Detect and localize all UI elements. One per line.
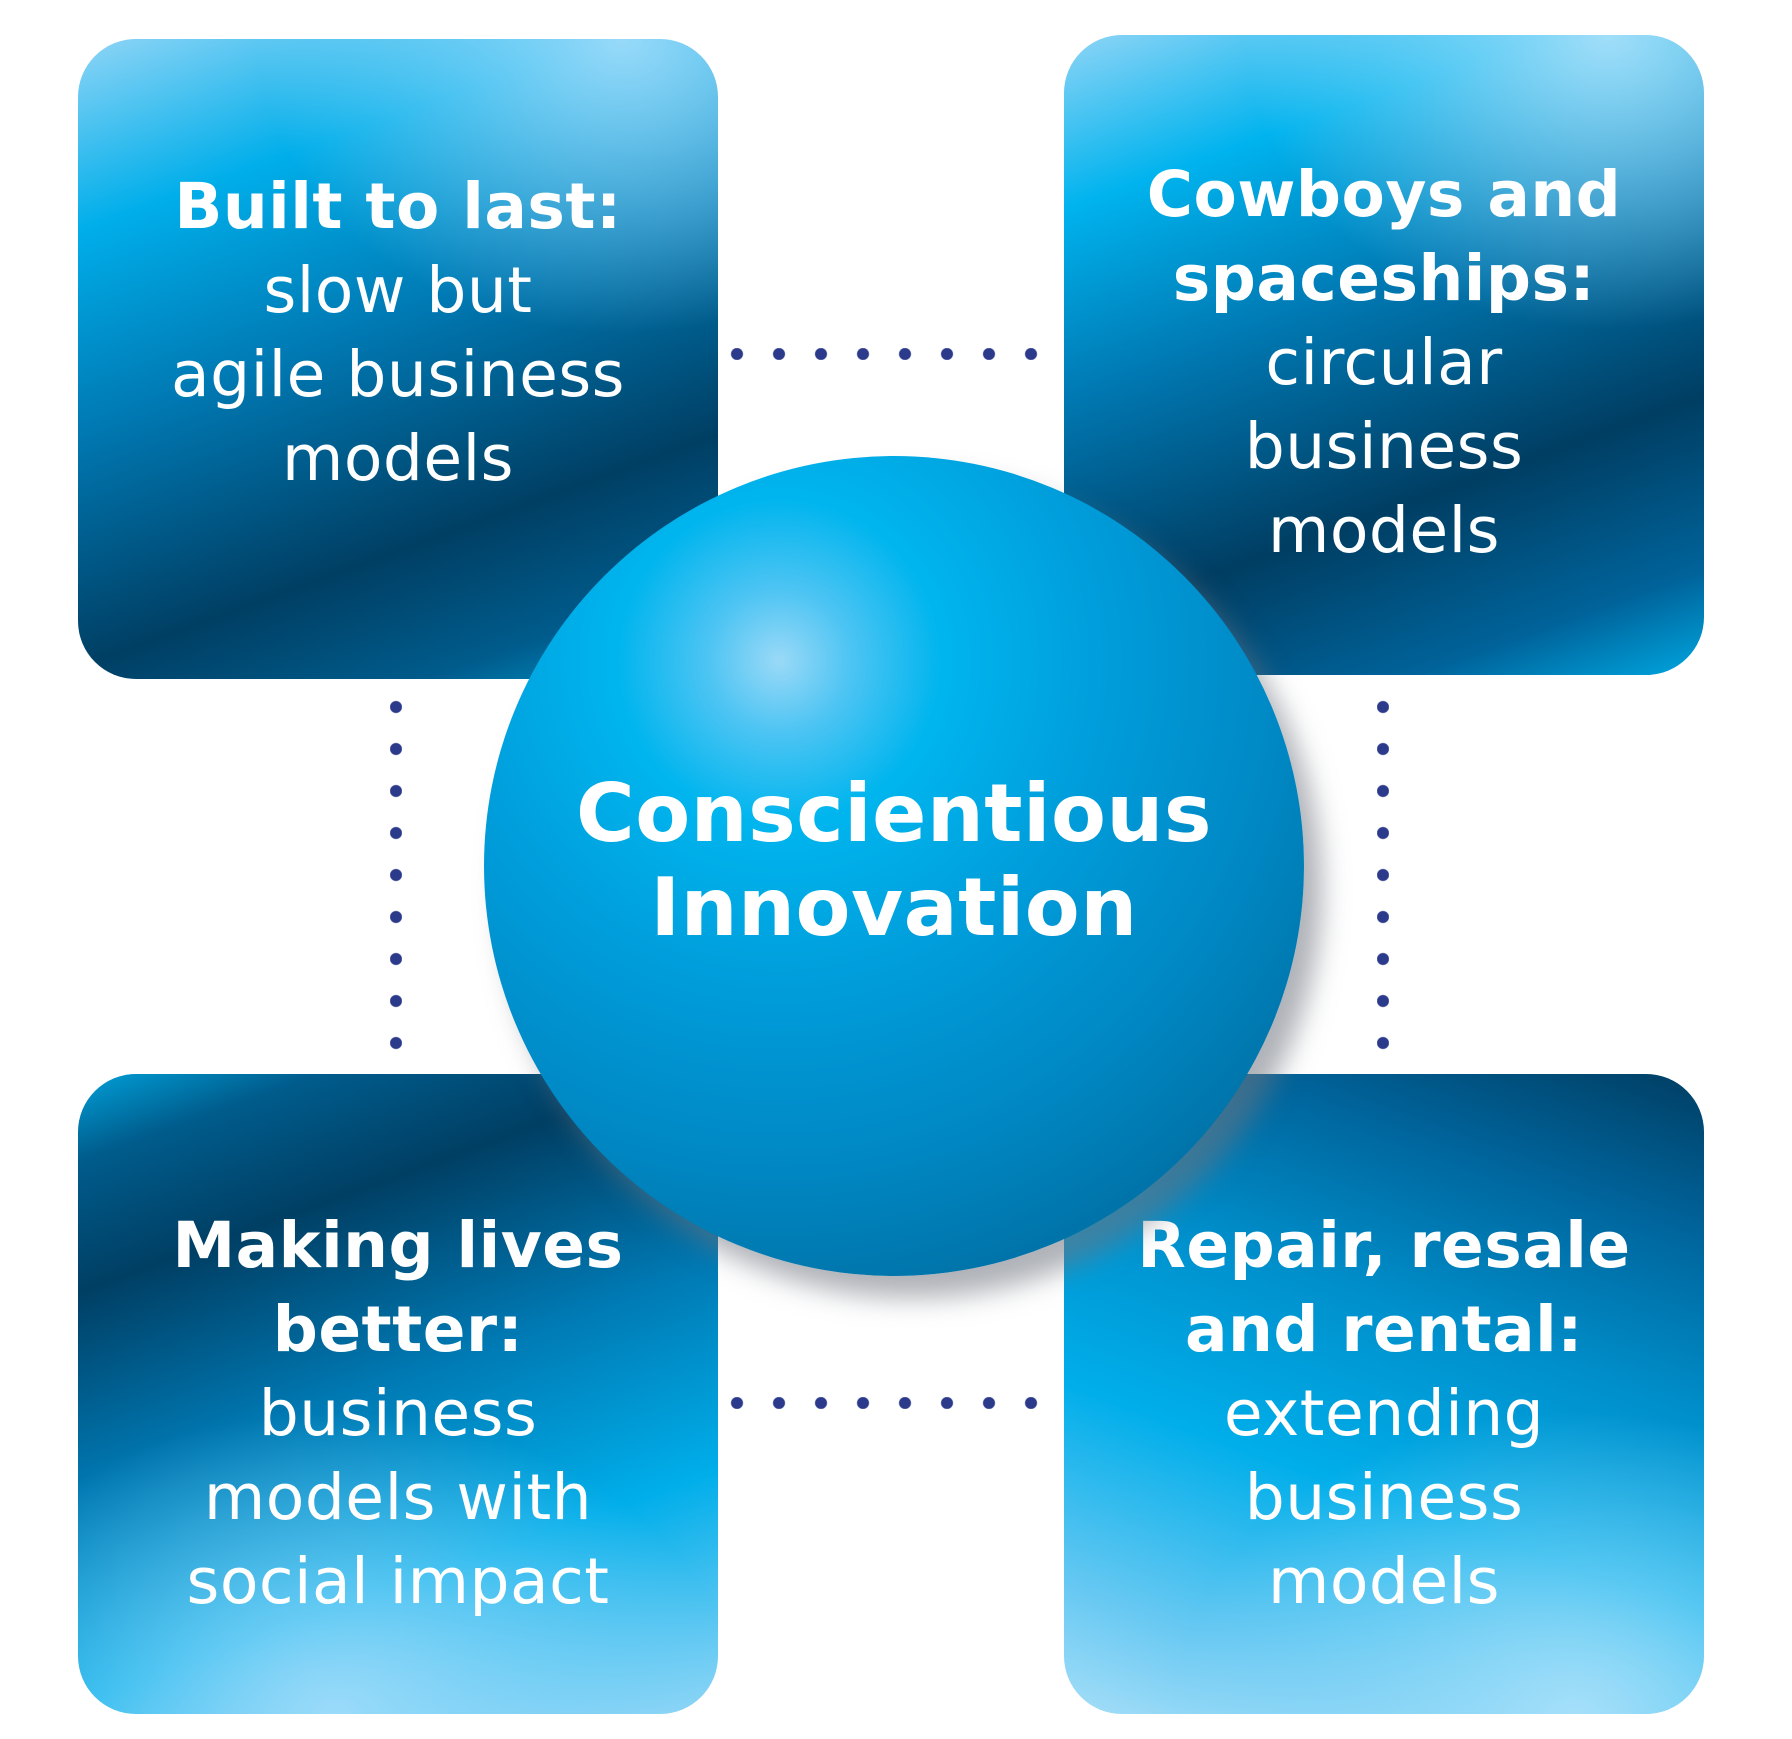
connector-top	[716, 348, 1064, 360]
connector-left	[390, 686, 402, 1074]
center-label-line: Conscientious	[576, 767, 1212, 860]
quadrant-repair-resale-rental: Repair, resale and rental: extending bus…	[1064, 1074, 1704, 1714]
quadrant-built-to-last: Built to last: slow but agile business m…	[78, 39, 718, 679]
quadrant-description-line: business	[1244, 410, 1524, 483]
quadrant-description-line: business	[1244, 1461, 1524, 1534]
quadrant-cowboys-and-spaceships: Cowboys and spaceships: circular busines…	[1064, 35, 1704, 675]
quadrant-heading: Built to last:	[174, 170, 622, 243]
quadrant-description-line: circular	[1265, 326, 1503, 399]
center-label: Conscientious Innovation	[484, 456, 1304, 1276]
center-label-line: Innovation	[650, 861, 1138, 954]
quadrant-heading: Making lives	[172, 1209, 624, 1282]
center-sphere	[484, 456, 1304, 1276]
quadrant-heading: better:	[272, 1293, 524, 1366]
quadrant-heading: spaceships:	[1172, 242, 1596, 315]
quadrant-description-line: models	[282, 422, 514, 495]
quadrant-description-line: models with	[203, 1461, 593, 1534]
quadrant-text: Built to last: slow but agile business m…	[78, 39, 718, 501]
quadrant-heading: and rental:	[1185, 1293, 1583, 1366]
quadrant-heading: Repair, resale	[1137, 1209, 1631, 1282]
quadrant-description-line: extending	[1223, 1377, 1545, 1450]
quadrant-text: Making lives better: business models wit…	[78, 1074, 718, 1624]
quadrant-making-lives-better: Making lives better: business models wit…	[78, 1074, 718, 1714]
quadrant-description-line: models	[1268, 494, 1500, 567]
quadrant-description-line: business	[258, 1377, 538, 1450]
connector-bottom	[716, 1397, 1064, 1409]
quadrant-description-line: slow but	[263, 254, 533, 327]
quadrant-text: Cowboys and spaceships: circular busines…	[1064, 35, 1704, 573]
quadrant-heading: Cowboys and	[1146, 158, 1622, 231]
connector-right	[1377, 686, 1389, 1074]
quadrant-text: Repair, resale and rental: extending bus…	[1064, 1074, 1704, 1624]
quadrant-description-line: models	[1268, 1545, 1500, 1618]
quadrant-description-line: agile business	[171, 338, 625, 411]
quadrant-description-line: social impact	[186, 1545, 610, 1618]
